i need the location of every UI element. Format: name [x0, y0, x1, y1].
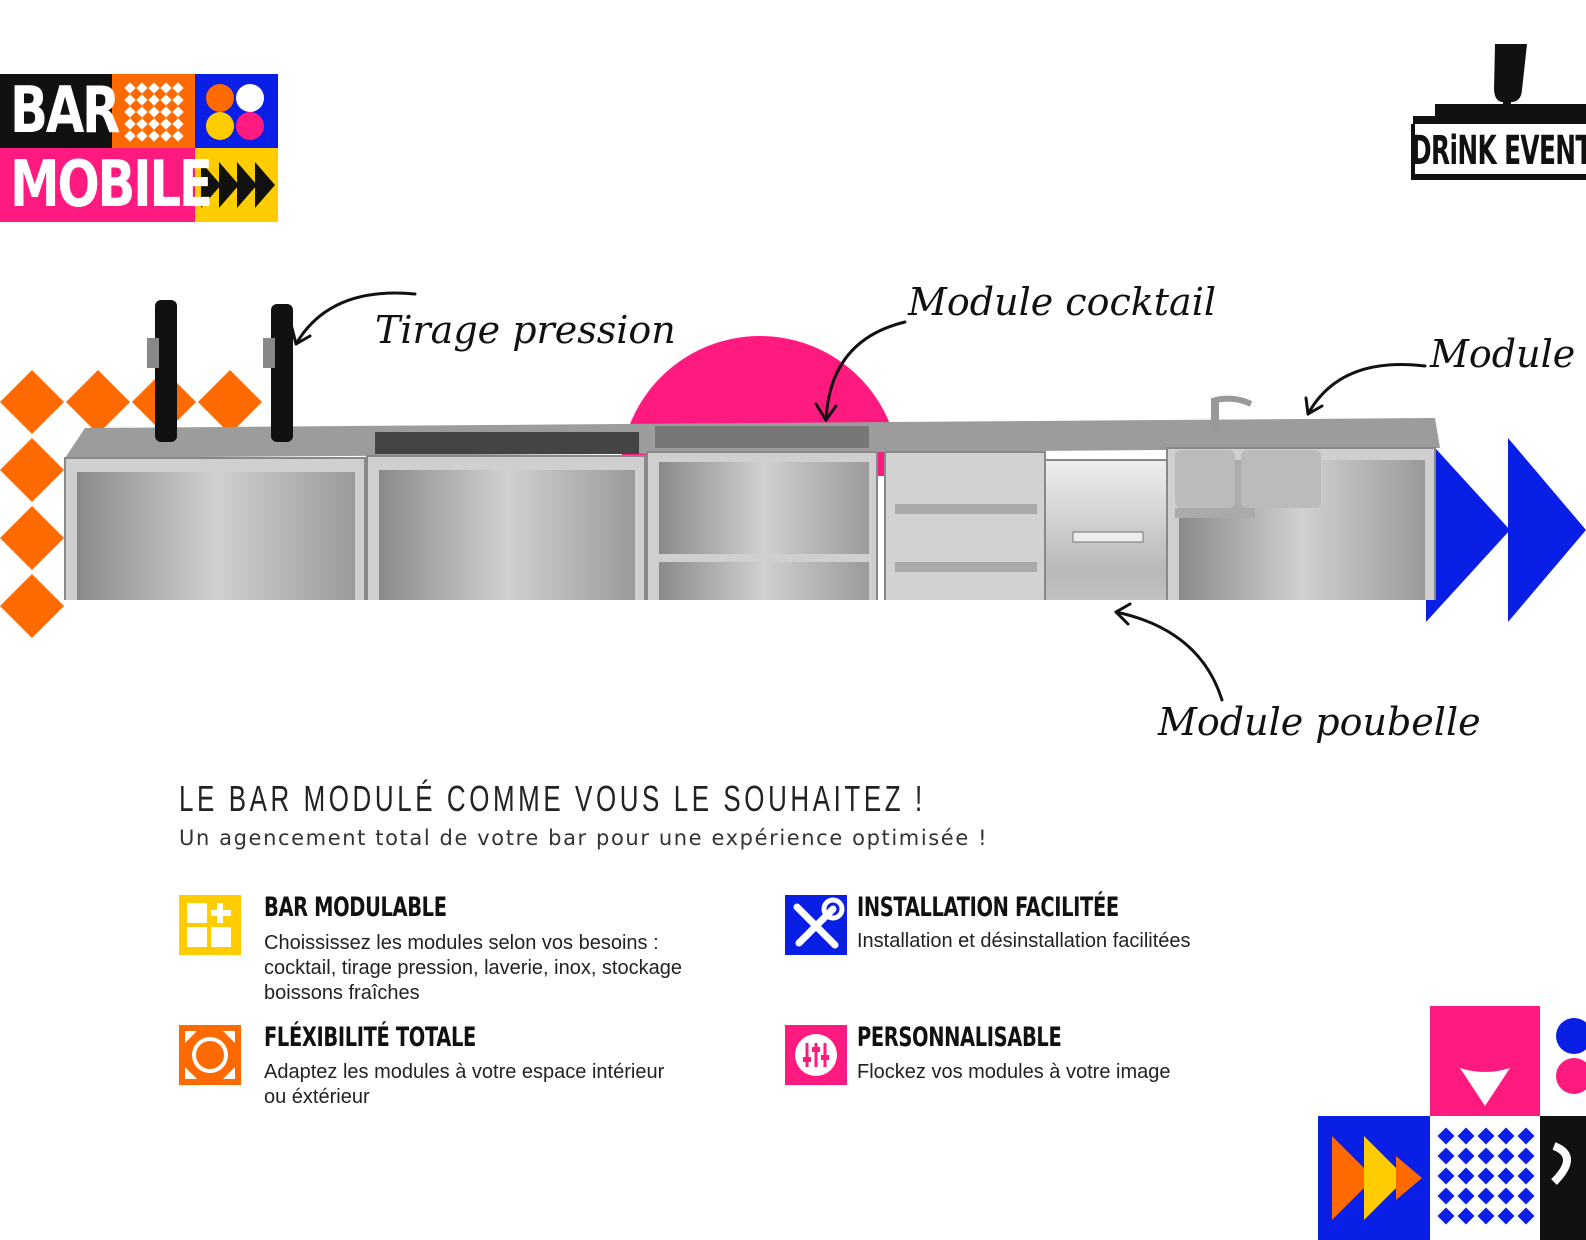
annotation-laverie: Module lav — [1430, 332, 1586, 376]
feature-personnalisable-icon-box — [785, 1025, 847, 1085]
bar-mobile-logo: BAR MOBILE — [0, 74, 278, 222]
bar-illustration — [64, 300, 1440, 600]
brand-name: DRiNK EVENTS — [1411, 128, 1586, 174]
feature-flexibilite-icon-box — [179, 1025, 241, 1085]
feature-modulable-icon-box — [179, 895, 241, 955]
arrow-poubelle — [1114, 610, 1224, 702]
arrow-laverie — [1306, 363, 1427, 416]
orange-diamonds-decoration — [0, 370, 262, 638]
page-subheadline: Un agencement total de votre bar pour un… — [179, 826, 989, 850]
feature-installation-desc: Installation et désinstallation facilité… — [857, 930, 1191, 952]
feature-installation-icon-box — [785, 895, 847, 955]
feature-personnalisable-desc: Flockez vos modules à votre image — [857, 1061, 1171, 1083]
annotation-cocktail: Module cocktail — [908, 280, 1217, 324]
module-shelves — [884, 451, 1046, 600]
blue-triangles-decoration — [1426, 438, 1586, 622]
feature-installation-title: INSTALLATION FACILITÉE — [857, 892, 1119, 923]
logo-black-tile — [0, 74, 112, 148]
logo-line2: MOBILE — [10, 148, 213, 222]
feature-personnalisable-title: PERSONNALISABLE — [857, 1022, 1062, 1053]
annotation-arrows — [290, 291, 1427, 702]
annotation-poubelle: Module poubelle — [1158, 700, 1481, 744]
sliders-icon — [795, 1034, 837, 1076]
feature-flexibilite-title: FLÉXIBILITÉ TOTALE — [264, 1022, 476, 1053]
logo-blue-tile — [195, 74, 278, 148]
drink-events-logo: DRiNK EVENTS — [1405, 40, 1586, 185]
annotation-tirage: Tirage pression — [375, 308, 676, 352]
expand-arrows-icon — [185, 1031, 235, 1079]
feature-modulable-desc: Choississez les modules selon vos besoin… — [264, 932, 682, 1004]
feature-modulable-title: BAR MODULABLE — [264, 892, 447, 923]
logo-yellow-tile — [195, 148, 278, 222]
page-headline: LE BAR MODULÉ COMME VOUS LE SOUHAITEZ ! — [179, 778, 926, 819]
module-inox — [366, 432, 646, 600]
arrow-tirage — [294, 291, 417, 346]
feature-flexibilite-desc: Adaptez les modules à votre espace intér… — [264, 1061, 665, 1108]
four-circles-icon — [206, 84, 264, 140]
module-tirage — [64, 300, 366, 600]
bottom-right-pattern-decoration — [1318, 1006, 1586, 1240]
logo-pink-tile — [0, 148, 195, 222]
grid-plus-icon — [187, 903, 231, 947]
logo-line1: BAR — [10, 74, 120, 148]
diamond-grid-icon — [124, 82, 184, 142]
arrows-right-icon — [201, 162, 275, 208]
module-laverie — [1166, 395, 1436, 600]
beer-stamp-icon — [1411, 44, 1586, 180]
arrow-cocktail — [824, 320, 907, 422]
tools-icon — [793, 897, 845, 949]
logo-orange-tile — [112, 74, 195, 148]
module-cocktail — [646, 426, 878, 600]
